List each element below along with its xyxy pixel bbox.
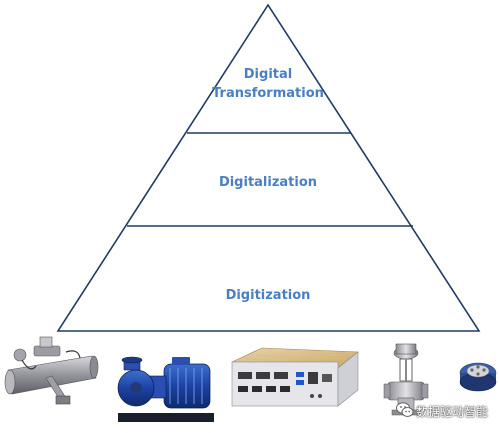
temperature-transmitter-icon (459, 362, 497, 392)
tier-label-top-line2: Transformation (212, 86, 324, 101)
flow-meter-icon (4, 336, 99, 405)
tier-label-top-line1: Digital (244, 67, 292, 82)
tier-label-middle: Digitalization (219, 175, 317, 190)
industrial-pc-icon (231, 347, 359, 407)
pyramid-outline (56, 3, 481, 332)
watermark-text: 数据驱动智能 (416, 405, 489, 419)
centrifugal-pump-icon (117, 356, 214, 422)
wechat-account-icon (396, 402, 414, 417)
control-valve-icon (383, 343, 429, 416)
tier-label-bottom: Digitization (226, 288, 311, 303)
